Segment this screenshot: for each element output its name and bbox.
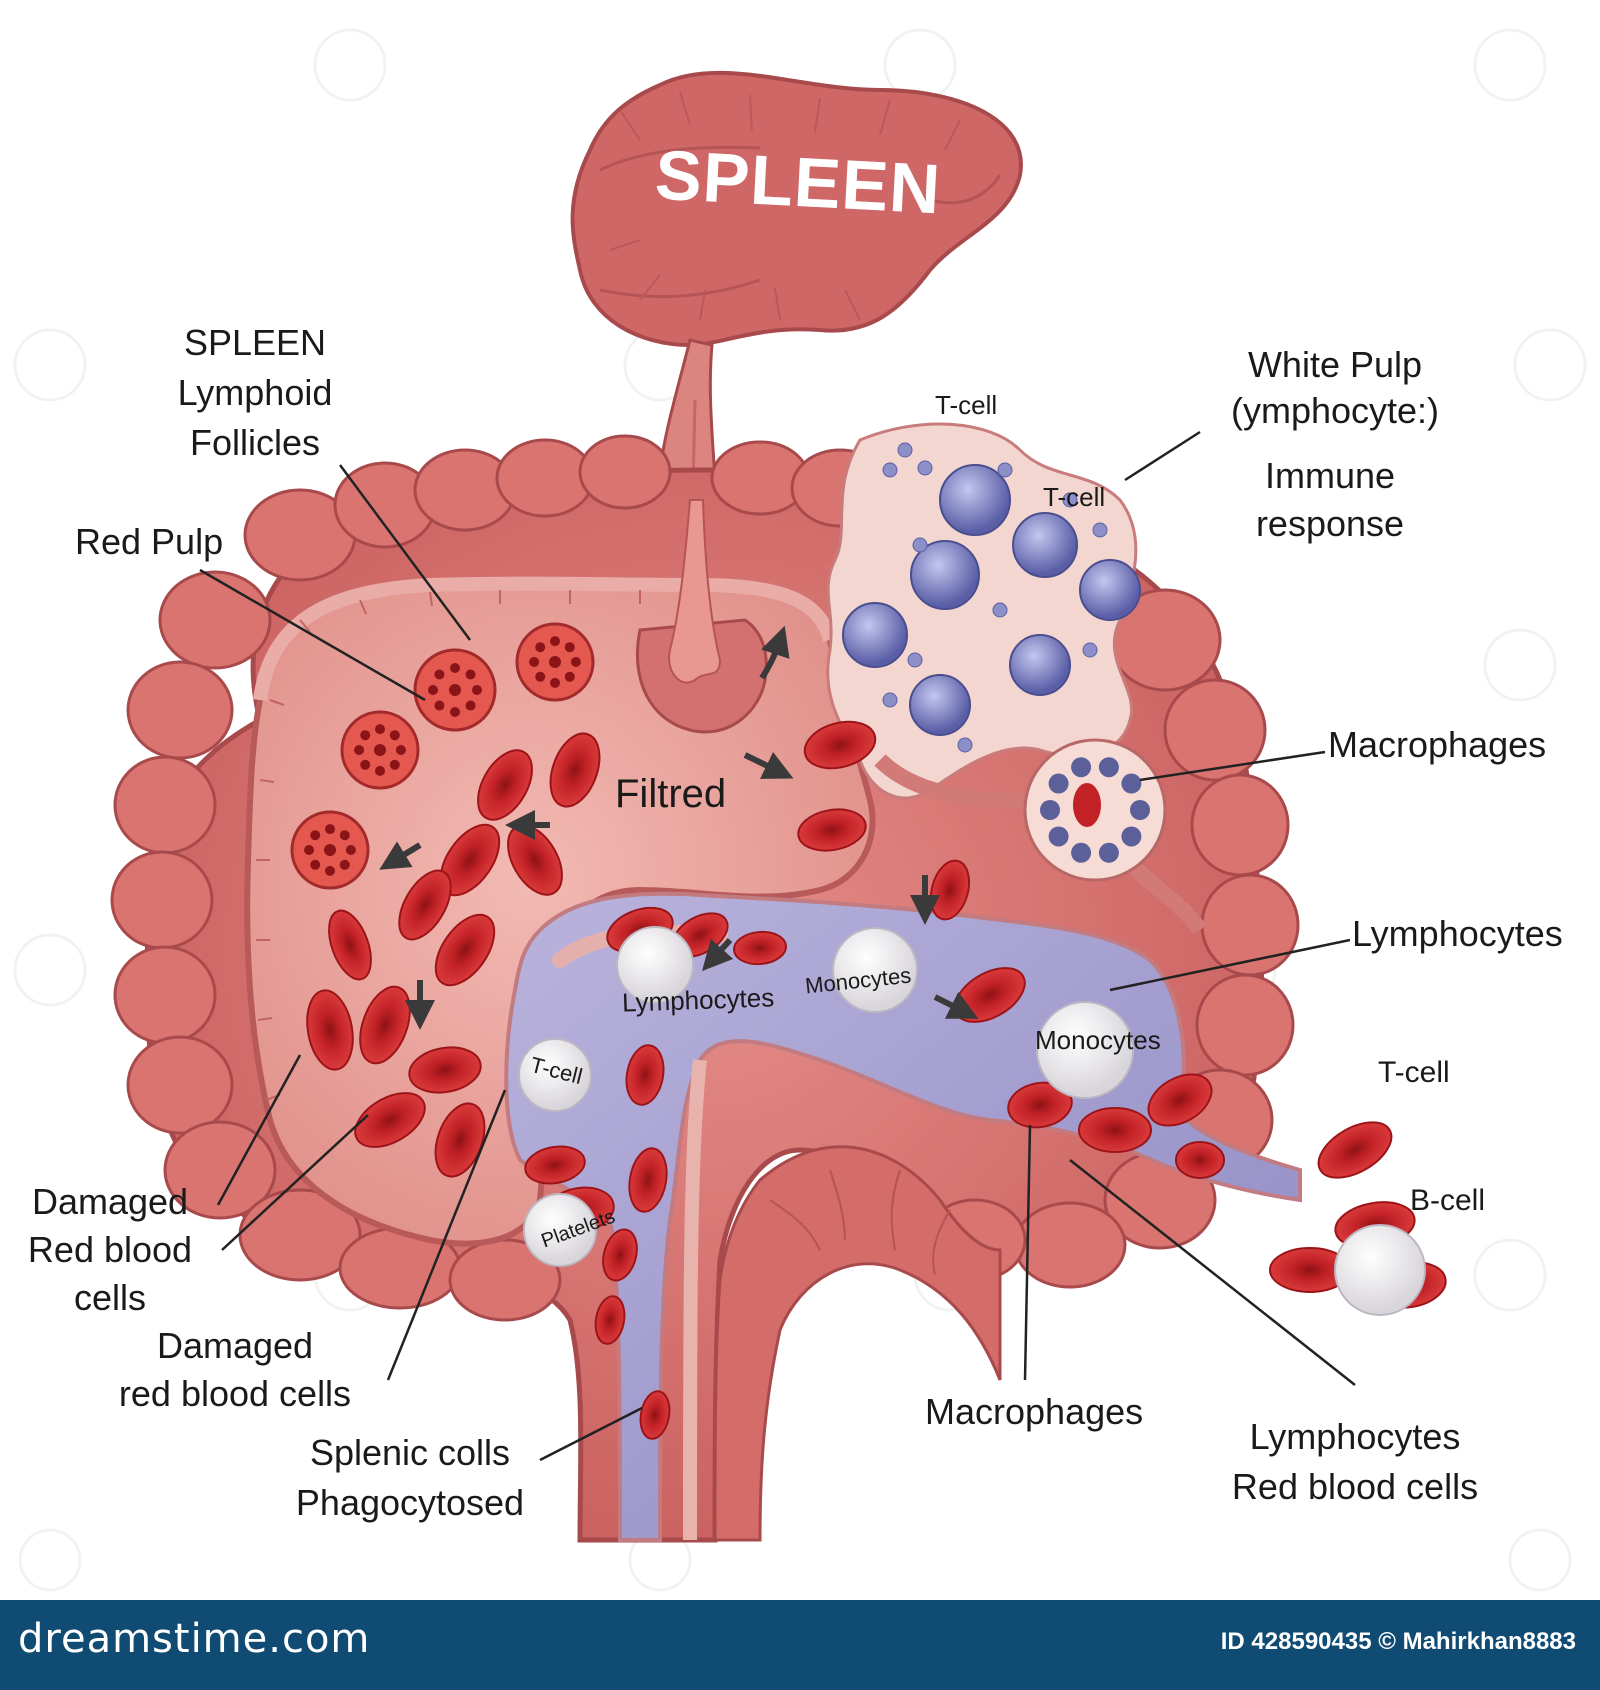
macrophage-granule	[1049, 774, 1069, 794]
follicle-spot	[466, 701, 476, 711]
lymphocyte	[940, 465, 1010, 535]
spleen-title: SPLEEN	[653, 133, 943, 232]
label-lymphocytes-inner: Lymphocytes	[622, 982, 775, 1018]
macrophage-granule	[1130, 800, 1150, 820]
follicle-spot	[450, 663, 460, 673]
macrophage-granule	[1071, 757, 1091, 777]
footer-bar: dreamstime.com ID 428590435 © Mahirkhan8…	[0, 1600, 1600, 1690]
follicle-spot	[390, 760, 400, 770]
follicle-spot	[375, 724, 385, 734]
label-red-pulp: Red Pulp	[75, 520, 223, 563]
granule	[883, 693, 897, 707]
label-damaged-rbc-1: Damaged Red blood cells	[10, 1178, 210, 1322]
granule	[1093, 523, 1107, 537]
follicle-spot	[434, 669, 444, 679]
label-t-cell-inner: T-cell	[1043, 482, 1105, 513]
red-blood-cell	[1176, 1142, 1224, 1178]
follicle-spot	[434, 701, 444, 711]
follicle-spot	[549, 656, 561, 668]
lymphocyte	[1013, 513, 1077, 577]
label-damaged-rbc-2: Damaged red blood cells	[100, 1322, 370, 1418]
follicle-spot	[535, 672, 545, 682]
granule	[998, 463, 1012, 477]
follicle-spot	[472, 685, 482, 695]
white-blood-cell	[1335, 1225, 1425, 1315]
label-monocytes-inner-b: Monocytes	[1035, 1025, 1161, 1056]
granule	[1083, 643, 1097, 657]
label-t-cell-top: T-cell	[935, 390, 997, 421]
follicle-spot	[535, 642, 545, 652]
follicle-spot	[325, 824, 335, 834]
footer-image-id: ID 428590435 © Mahirkhan8883	[1221, 1628, 1576, 1656]
label-macrophages-bottom: Macrophages	[925, 1390, 1143, 1433]
macrophage-granule	[1071, 843, 1091, 863]
macrophage-granule	[1049, 826, 1069, 846]
label-white-pulp: White Pulp (ymphocyte:)	[1205, 342, 1465, 434]
follicle-spot	[340, 860, 350, 870]
spleen-diagram: SPLEEN SPLEEN Lymphoid Follicles Red Pul…	[0, 0, 1600, 1600]
follicle-spot	[325, 866, 335, 876]
label-immune-response: Immune response	[1230, 452, 1430, 548]
granule	[908, 653, 922, 667]
follicle-spot	[466, 669, 476, 679]
granule	[993, 603, 1007, 617]
follicle-spot	[324, 844, 336, 856]
macrophage-granule	[1099, 757, 1119, 777]
follicle-spot	[375, 766, 385, 776]
follicle-spot	[550, 678, 560, 688]
follicle-spot	[550, 636, 560, 646]
follicle-spot	[565, 642, 575, 652]
footer-logo: dreamstime.com	[18, 1616, 370, 1662]
label-macrophages-right: Macrophages	[1328, 723, 1546, 766]
follicle-spot	[360, 760, 370, 770]
follicle-spot	[449, 684, 461, 696]
follicle-spot	[565, 672, 575, 682]
follicle-spot	[310, 830, 320, 840]
follicle-spot	[304, 845, 314, 855]
follicle-spot	[529, 657, 539, 667]
follicle-spot	[450, 707, 460, 717]
granule	[913, 538, 927, 552]
follicle-spot	[390, 730, 400, 740]
granule	[918, 461, 932, 475]
follicle-spot	[340, 830, 350, 840]
granule	[958, 738, 972, 752]
macrophage-granule	[1040, 800, 1060, 820]
lymphocyte	[910, 675, 970, 735]
granule	[883, 463, 897, 477]
follicle-spot	[310, 860, 320, 870]
macrophage-granule	[1121, 774, 1141, 794]
label-b-cell-right: B-cell	[1410, 1183, 1485, 1219]
follicle-spot	[354, 745, 364, 755]
label-filtred: Filtred	[615, 772, 726, 817]
label-t-cell-right: T-cell	[1378, 1055, 1450, 1091]
lymphocyte	[1080, 560, 1140, 620]
follicle-spot	[346, 845, 356, 855]
macrophage-granule	[1099, 843, 1119, 863]
red-blood-cell	[1309, 1111, 1400, 1189]
lymphocyte	[1010, 635, 1070, 695]
red-blood-cell	[1079, 1108, 1151, 1152]
follicle-spot	[374, 744, 386, 756]
engulfed-rbc	[1073, 783, 1101, 827]
macrophage-granule	[1121, 826, 1141, 846]
follicle-spot	[571, 657, 581, 667]
label-splenic-cells: Splenic colls Phagocytosed	[285, 1428, 535, 1528]
follicle-spot	[428, 685, 438, 695]
label-lymphocytes-right: Lymphocytes	[1352, 912, 1563, 955]
follicle-spot	[360, 730, 370, 740]
follicle-spot	[396, 745, 406, 755]
label-lymphoid-follicles: SPLEEN Lymphoid Follicles	[150, 318, 360, 468]
lymphocyte	[843, 603, 907, 667]
granule	[898, 443, 912, 457]
label-lymphocytes-rbc: Lymphocytes Red blood cells	[1215, 1412, 1495, 1512]
